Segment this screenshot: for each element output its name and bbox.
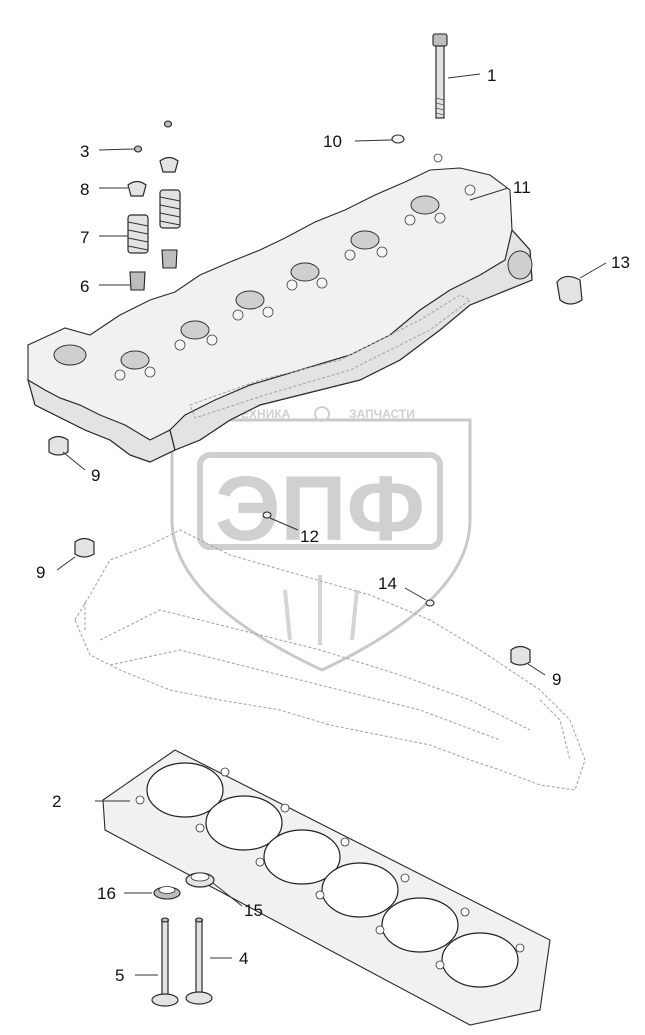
part-14-o-ring <box>425 599 435 607</box>
callout-13: 13 <box>611 253 630 272</box>
callout-6: 6 <box>80 277 89 296</box>
callout-9-b: 9 <box>36 563 45 582</box>
part-6-valve-stem-seal <box>129 271 146 291</box>
part-8-spring-retainer-b <box>159 156 179 173</box>
leader-lines <box>56 73 607 976</box>
engine-block-ghost <box>74 529 586 791</box>
callout-16: 16 <box>97 884 116 903</box>
callout-11: 11 <box>513 178 531 197</box>
part-6-valve-stem-seal-b <box>161 249 178 269</box>
watermark-wheat-icon <box>283 575 359 645</box>
callout-12: 12 <box>300 527 319 546</box>
part-10-o-ring <box>391 134 405 144</box>
part-16-bore <box>158 886 176 894</box>
part-1-bolt <box>432 33 448 119</box>
callout-3: 3 <box>80 142 89 161</box>
callout-9-c: 9 <box>552 670 561 689</box>
callout-14: 14 <box>378 574 397 593</box>
part-3-valve-keeper-b <box>163 120 173 128</box>
callout-5: 5 <box>115 966 124 985</box>
part-9-cup-plug-c <box>510 645 531 666</box>
part-15-bore <box>190 872 210 882</box>
part-7-valve-spring-b <box>159 189 181 229</box>
callout-8: 8 <box>80 180 89 199</box>
callout-9-a: 9 <box>91 466 100 485</box>
part-12-o-ring <box>262 511 272 519</box>
callout-1: 1 <box>487 66 496 85</box>
part-3-valve-keeper <box>133 145 143 153</box>
watermark-caption-right: ЗАПЧАСТИ <box>349 407 415 421</box>
part-2-head-gasket <box>102 749 551 1026</box>
part-9-cup-plug-a <box>48 435 69 456</box>
callout-7: 7 <box>80 228 89 247</box>
callout-4: 4 <box>239 949 248 968</box>
part-7-valve-spring <box>127 214 149 254</box>
part-5-valve <box>151 917 179 1007</box>
part-13-cup-plug <box>556 275 583 305</box>
cylinder-head <box>27 153 533 463</box>
watermark-brand: ЭПФ <box>215 458 425 560</box>
part-9-cup-plug-b <box>74 537 95 558</box>
part-8-spring-retainer <box>127 180 147 197</box>
part-4-valve <box>185 917 213 1005</box>
watermark-gear-icon <box>314 406 330 422</box>
callout-10: 10 <box>323 132 342 151</box>
watermark-logo: ЭПФ ТЕХНИКА ЗАПЧАСТИ <box>170 406 472 672</box>
callout-2: 2 <box>52 792 61 811</box>
callout-15: 15 <box>244 901 263 920</box>
